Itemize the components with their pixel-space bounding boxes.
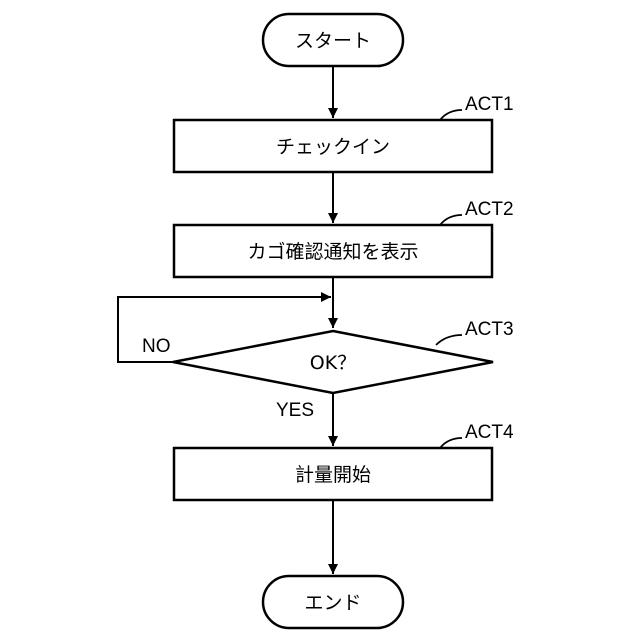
- process-act4: 計量開始: [174, 448, 492, 500]
- decision-label: OK？: [310, 352, 356, 374]
- act2-leader-line: [440, 215, 462, 225]
- start-label: スタート: [295, 30, 371, 52]
- act4-label: 計量開始: [295, 464, 371, 486]
- process-act2: カゴ確認通知を表示: [174, 225, 492, 277]
- act4-step-label: ACT4: [465, 422, 514, 443]
- act2-label: カゴ確認通知を表示: [247, 241, 418, 263]
- yes-branch-label: YES: [276, 400, 314, 421]
- decision-act3: OK？: [173, 331, 493, 393]
- act1-leader-line: [440, 110, 462, 120]
- act3-leader-line: [436, 335, 462, 345]
- act2-step-label: ACT2: [465, 199, 514, 220]
- act1-label: チェックイン: [276, 136, 390, 158]
- end-label: エンド: [304, 592, 361, 614]
- act1-step-label: ACT1: [465, 94, 514, 115]
- process-act1: チェックイン: [174, 120, 492, 172]
- act3-step-label: ACT3: [465, 319, 514, 340]
- act4-leader-line: [440, 438, 462, 448]
- start-terminal: スタート: [263, 14, 403, 66]
- no-branch-label: NO: [142, 336, 171, 357]
- end-terminal: エンド: [263, 576, 403, 628]
